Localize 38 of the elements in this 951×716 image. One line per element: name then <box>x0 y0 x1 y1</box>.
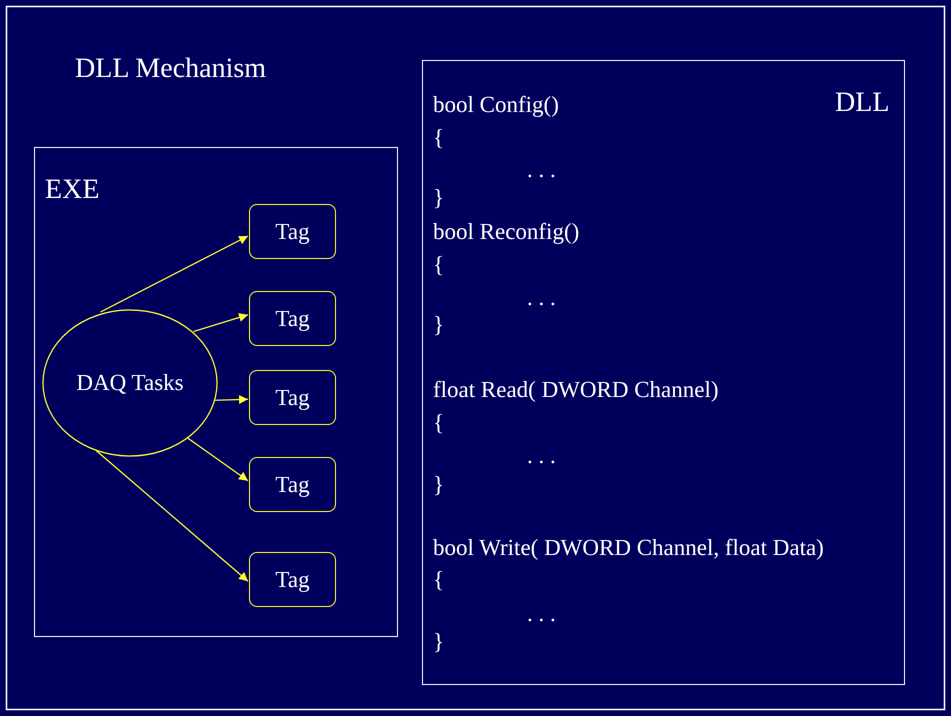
code-line: bool Config() <box>433 93 559 116</box>
tag-box <box>249 370 336 425</box>
code-line: { <box>433 411 444 434</box>
code-line: . . . <box>527 444 556 467</box>
node-label: Tag <box>275 472 310 498</box>
code-line: { <box>433 568 444 591</box>
code-line: { <box>433 253 444 276</box>
code-line: float Read( DWORD Channel) <box>433 378 719 401</box>
code-line: bool Write( DWORD Channel, float Data) <box>433 536 824 559</box>
arrow <box>214 395 248 404</box>
tag-box <box>249 291 336 346</box>
arrow <box>193 313 248 332</box>
code-line: bool Reconfig() <box>433 220 580 243</box>
node-label: Tag <box>275 306 310 332</box>
arrow <box>186 437 248 482</box>
arrow <box>96 450 248 582</box>
title: DLL Mechanism <box>75 55 266 83</box>
code-line: . . . <box>527 602 556 625</box>
task-ellipse <box>42 309 218 457</box>
module-panel <box>34 147 398 637</box>
tag-box <box>249 204 336 259</box>
module-title: DLL <box>835 89 890 117</box>
code-line: } <box>433 186 444 209</box>
tag-box <box>249 457 336 512</box>
code-line: . . . <box>527 158 556 181</box>
code-line: } <box>433 630 444 653</box>
code-line: { <box>433 126 444 149</box>
code-line: } <box>433 473 444 496</box>
node-label: Tag <box>275 566 310 592</box>
node-label: Tag <box>275 218 310 244</box>
code-line: } <box>433 313 444 336</box>
module-title: EXE <box>45 176 100 204</box>
code-line: . . . <box>527 286 556 309</box>
node-label: Tag <box>275 384 310 410</box>
module-panel <box>422 60 905 685</box>
arrow <box>100 235 248 312</box>
node-label: DAQ Tasks <box>76 370 184 396</box>
tag-box <box>249 552 336 607</box>
